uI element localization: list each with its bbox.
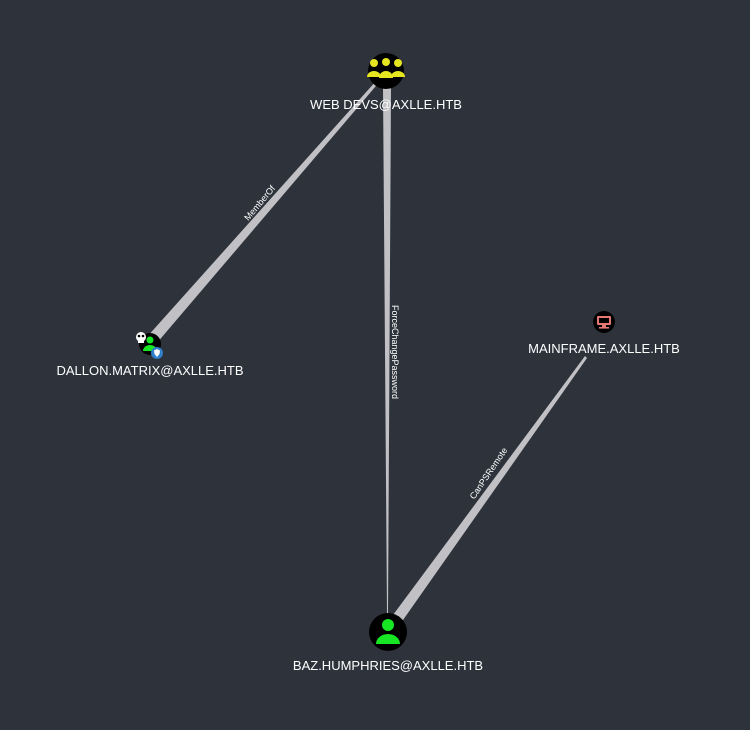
edge-label-forcechangepassword: ForceChangePassword	[390, 305, 400, 399]
node-label-baz-humphries: BAZ.HUMPHRIES@AXLLE.HTB	[293, 658, 483, 673]
node-label-web-devs: WEB DEVS@AXLLE.HTB	[310, 97, 462, 112]
node-label-mainframe: MAINFRAME.AXLLE.HTB	[528, 341, 680, 356]
node-web-devs[interactable]: WEB DEVS@AXLLE.HTB	[310, 53, 462, 112]
node-mainframe[interactable]: MAINFRAME.AXLLE.HTB	[528, 311, 680, 356]
edge-forcechangepassword[interactable]: ForceChangePassword	[383, 88, 400, 615]
node-dallon-matrix[interactable]: DALLON.MATRIX@AXLLE.HTB	[56, 332, 244, 378]
skull-icon	[136, 332, 146, 343]
node-baz-humphries[interactable]: BAZ.HUMPHRIES@AXLLE.HTB	[293, 613, 483, 673]
node-label-dallon-matrix: DALLON.MATRIX@AXLLE.HTB	[56, 363, 243, 378]
shield-badge-icon	[151, 347, 163, 359]
edge-canpsremote[interactable]: CanPSRemote	[393, 356, 587, 620]
group-icon	[367, 58, 405, 78]
computer-icon	[597, 316, 611, 329]
user-icon	[376, 619, 400, 644]
